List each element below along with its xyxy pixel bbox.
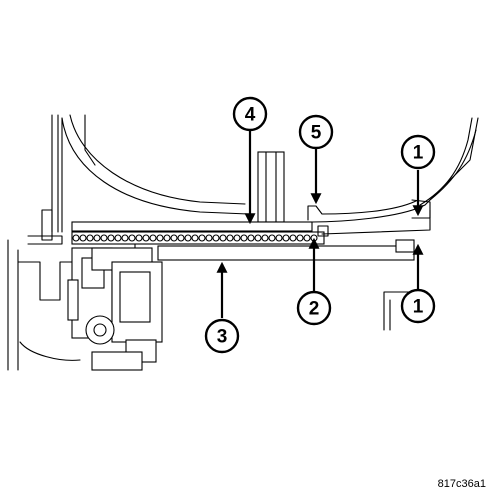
- callout-1-top: 1: [400, 134, 436, 170]
- callout-circle: [296, 290, 332, 326]
- gear-rack-shaft: [71, 221, 325, 245]
- callout-circle: [232, 96, 268, 132]
- rack-tooth: [240, 234, 248, 242]
- callout-number: 3: [217, 327, 228, 348]
- rack-tooth: [198, 234, 206, 242]
- rack-tooth: [296, 234, 304, 242]
- rack-tooth: [289, 234, 297, 242]
- rack-tooth: [184, 234, 192, 242]
- callout-number: 5: [311, 123, 322, 144]
- rack-tooth: [212, 234, 220, 242]
- rack-tooth: [170, 234, 178, 242]
- callout-circle: [298, 114, 334, 150]
- rack-tooth: [142, 234, 150, 242]
- rack-tooth: [261, 234, 269, 242]
- callout-number: 1: [413, 297, 424, 318]
- rack-tooth: [275, 234, 283, 242]
- callout-number: 4: [245, 105, 256, 126]
- rack-tooth: [219, 234, 227, 242]
- rack-tooth: [205, 234, 213, 242]
- callout-number: 1: [413, 143, 424, 164]
- leader-arrows: [216, 130, 424, 318]
- valve-body-block: [67, 229, 163, 371]
- rack-tooth: [282, 234, 290, 242]
- rack-tooth: [107, 234, 115, 242]
- callout-1-bottom: 1: [400, 288, 436, 324]
- callout-2: 2: [296, 290, 332, 326]
- callout-circle: [400, 134, 436, 170]
- rack-tooth: [303, 234, 311, 242]
- callout-circle: [400, 288, 436, 324]
- rack-tooth: [226, 234, 234, 242]
- callout-5: 5: [298, 114, 334, 150]
- rack-tooth: [191, 234, 199, 242]
- rack-tooth: [149, 234, 157, 242]
- rack-tooth: [233, 234, 241, 242]
- callout-3: 3: [204, 318, 240, 354]
- rack-tooth: [79, 234, 87, 242]
- rack-tooth: [254, 234, 262, 242]
- rack-tooth: [163, 234, 171, 242]
- rack-tooth: [268, 234, 276, 242]
- callout-4: 4: [232, 96, 268, 132]
- callout-number: 2: [309, 299, 320, 320]
- upper-cylinder-part: [257, 151, 285, 223]
- right-housing: [307, 117, 479, 331]
- rack-tooth: [93, 234, 101, 242]
- rack-tooth: [72, 234, 80, 242]
- rack-tooth: [135, 234, 143, 242]
- rack-tooth: [114, 234, 122, 242]
- rack-tooth: [100, 234, 108, 242]
- rack-tooth: [177, 234, 185, 242]
- rack-tooth: [121, 234, 129, 242]
- flat-plate: [157, 245, 415, 261]
- transmission-housing: [7, 114, 249, 371]
- callout-circle: [204, 318, 240, 354]
- rack-tooth: [86, 234, 94, 242]
- rack-tooth: [156, 234, 164, 242]
- rack-tooth: [247, 234, 255, 242]
- rack-tooth: [128, 234, 136, 242]
- reference-code: 817c36a1: [438, 478, 486, 490]
